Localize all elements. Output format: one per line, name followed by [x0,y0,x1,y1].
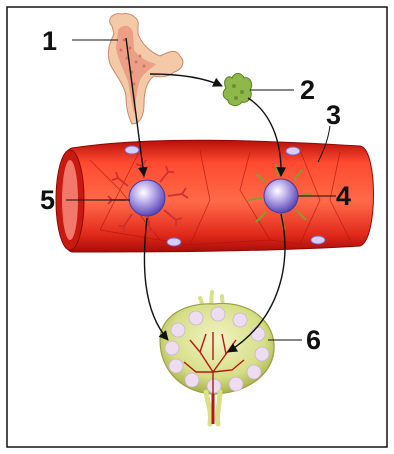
vessel-cell [125,146,139,154]
vessel-cell [311,236,325,244]
label-1: 1 [42,26,57,56]
vessel-cell [167,238,181,246]
label-2: 2 [300,75,315,105]
label-3: 3 [326,100,341,130]
label-4: 4 [336,181,351,211]
vessel-cell [286,147,300,155]
label-5: 5 [40,185,55,215]
label-6: 6 [306,325,321,355]
